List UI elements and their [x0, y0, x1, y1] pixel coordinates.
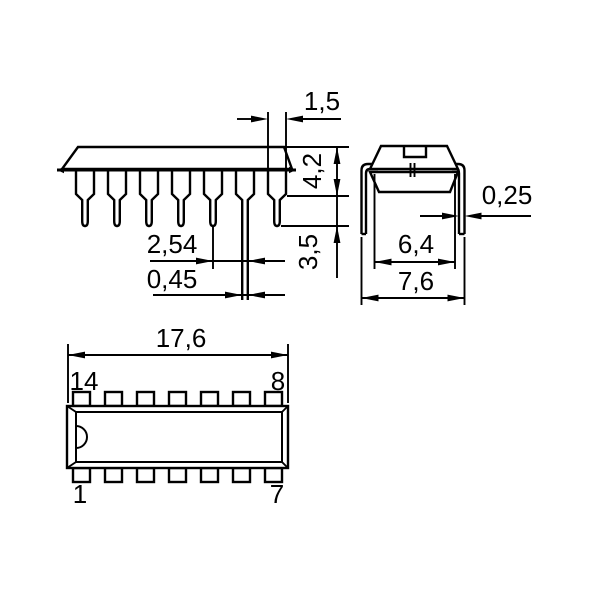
ledge-tip-right: [289, 166, 296, 174]
arrowhead: [68, 351, 85, 359]
arrowhead: [196, 257, 213, 265]
dim-lead-width-label: 1,5: [304, 86, 340, 116]
chamfer-line: [66, 405, 77, 413]
top-view: 14 8 1 7: [65, 366, 290, 509]
end-pin-right-outer: [452, 162, 466, 234]
side-pin-2: [106, 169, 128, 228]
end-body-index-notch: [402, 146, 428, 159]
top-pin-pad: [199, 390, 220, 408]
dim-body-length-label: 17,6: [156, 323, 207, 353]
end-view: [360, 144, 466, 236]
chamfer-line: [281, 405, 289, 413]
top-body-inner: [75, 411, 283, 463]
side-pin-6-leg-right: [246, 169, 256, 300]
dim-lead-span-label: 7,6: [398, 266, 434, 296]
arrowhead: [361, 294, 379, 302]
dim-lead-thickness: 0,45: [147, 264, 285, 299]
dim-lead-thickness-label: 0,45: [147, 264, 198, 294]
dim-end-lead-thickness: 0,25: [420, 180, 533, 220]
arrowhead: [248, 291, 265, 299]
end-pin-left-outer: [360, 162, 378, 234]
arrowhead: [438, 258, 455, 266]
side-pin-4: [170, 169, 192, 228]
top-pin-pad: [231, 390, 252, 408]
ledge-tip-left: [57, 166, 64, 174]
top-pin-pad: [135, 390, 156, 408]
bottom-pin-pad: [199, 466, 220, 484]
arrowhead: [225, 291, 242, 299]
dim-body-height-label: 4,2: [297, 153, 327, 189]
pin-label-8: 8: [271, 366, 285, 396]
side-pin-6-leg-left: [234, 169, 244, 300]
pin1-index-notch: [75, 425, 88, 449]
arrowhead: [248, 257, 265, 265]
side-pin-7: [266, 169, 288, 228]
side-pin-1: [74, 169, 96, 228]
dim-body-width: 6,4: [373, 174, 456, 269]
arrowhead: [333, 226, 341, 243]
pin-label-1: 1: [73, 479, 87, 509]
end-body-lower: [368, 170, 460, 194]
arrowhead: [464, 212, 482, 220]
top-body-outer: [65, 404, 290, 470]
bottom-pin-pad: [231, 466, 252, 484]
dim-pin-pitch-label: 2,54: [147, 229, 198, 259]
arrowhead: [271, 351, 288, 359]
dim-lead-width: 1,5: [237, 86, 341, 193]
bottom-pin-pad: [167, 466, 188, 484]
arrowhead: [442, 212, 459, 220]
side-pin-5: [202, 169, 224, 228]
dim-lead-length: 3,5: [281, 225, 349, 270]
arrowhead: [333, 147, 341, 164]
top-pin-pad: [103, 390, 124, 408]
bottom-pin-pad: [103, 466, 124, 484]
dim-end-lead-thickness-label: 0,25: [482, 180, 533, 210]
dim-lead-span: 7,6: [360, 237, 466, 305]
pin-label-14: 14: [70, 366, 99, 396]
arrowhead: [447, 294, 465, 302]
dim-pin-pitch: 2,54: [147, 227, 285, 269]
dim-body-width-label: 6,4: [398, 229, 434, 259]
dim-body-length: 17,6: [67, 323, 289, 403]
side-view: [57, 145, 296, 300]
bottom-pin-pad: [135, 466, 156, 484]
chamfer-line: [66, 461, 77, 469]
chamfer-line: [281, 461, 289, 469]
dim-body-height: 4,2: [284, 146, 349, 278]
arrowhead: [251, 115, 268, 123]
arrowhead: [286, 115, 303, 123]
arrowhead: [333, 179, 341, 196]
arrowhead: [374, 258, 392, 266]
side-pin-3: [138, 169, 160, 228]
dim-lead-length-label: 3,5: [293, 234, 323, 270]
top-pin-pad: [167, 390, 188, 408]
pin-label-7: 7: [270, 479, 284, 509]
side-body: [59, 145, 294, 171]
